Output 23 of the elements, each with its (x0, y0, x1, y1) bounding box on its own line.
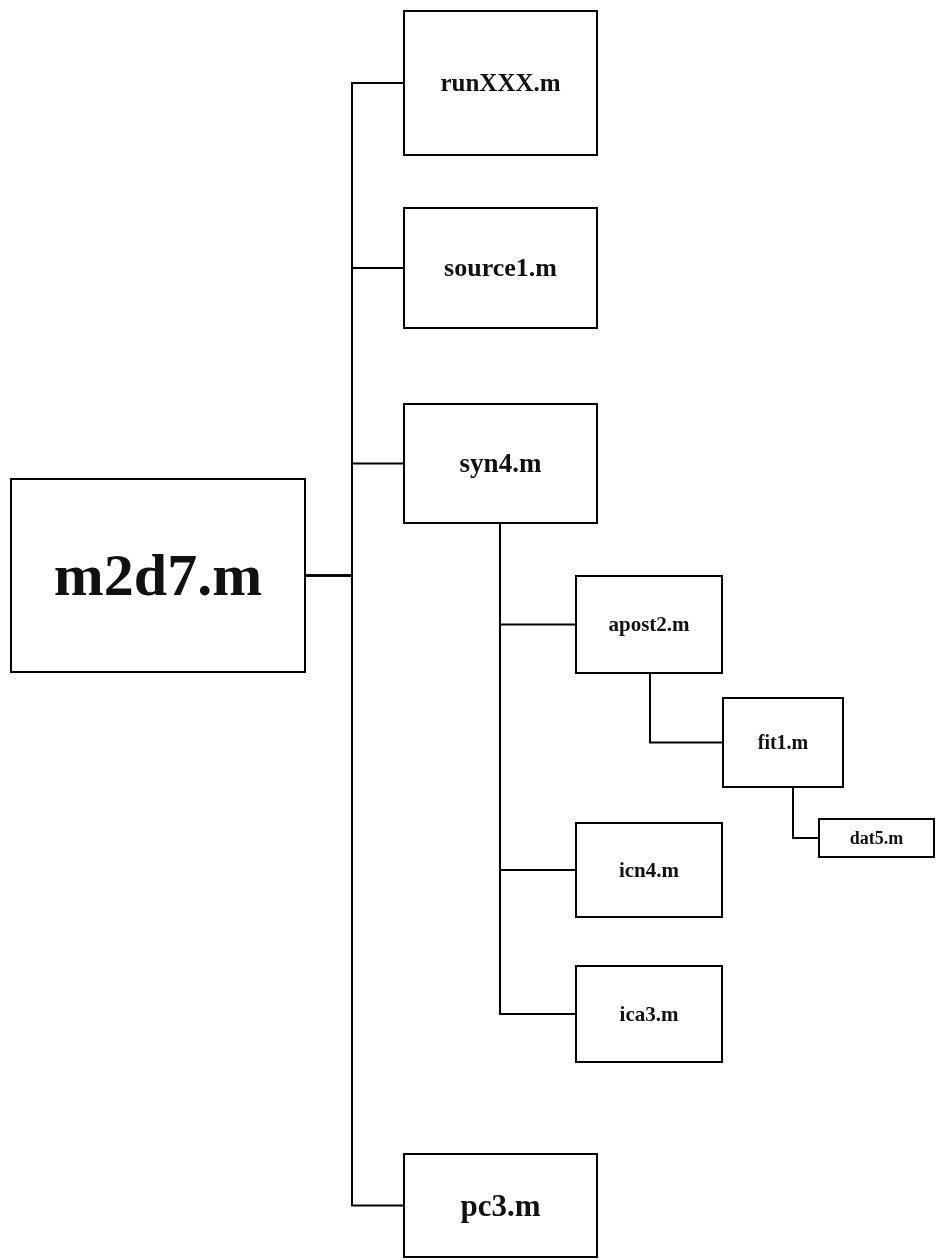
file-box (722, 697, 844, 788)
file-name: ica3.m (619, 1001, 679, 1027)
file-box (818, 818, 935, 858)
file-box (575, 965, 723, 1063)
file-name: source1.m (444, 253, 557, 283)
file-name: dat5.m (849, 827, 904, 849)
file-name: icn4.m (618, 857, 680, 883)
file-name: m2d7.m (53, 541, 263, 610)
file-name: fit1.m (757, 731, 809, 754)
file-box (575, 822, 723, 918)
file-box (403, 403, 598, 524)
connector-line (649, 673, 723, 744)
file-name: runXXX.m (440, 69, 561, 97)
file-name: pc3.m (460, 1187, 541, 1224)
file-name: apost2.m (608, 612, 690, 637)
file-box (403, 1153, 598, 1258)
file-box (403, 207, 598, 329)
connector-line (305, 574, 404, 1207)
file-box (575, 575, 723, 674)
connector-line (792, 787, 819, 839)
file-box (403, 10, 598, 156)
file-box (10, 478, 306, 673)
file-name: syn4.m (459, 448, 542, 479)
